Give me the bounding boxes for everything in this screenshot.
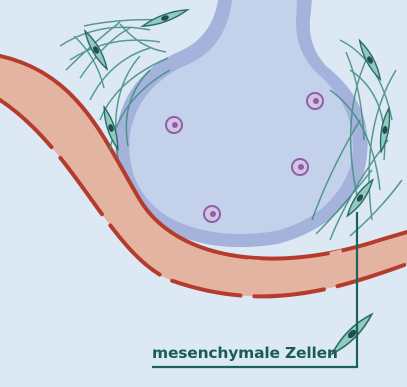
blood-cell-nucleus [172, 122, 178, 128]
blood-cell-2 [307, 93, 323, 109]
blood-cell-nucleus [298, 164, 304, 170]
cells-label: mesenchymale Zellen [152, 344, 338, 362]
blood-cell-3 [292, 159, 308, 175]
blood-cell-nucleus [313, 98, 319, 104]
blood-cell-nucleus [210, 211, 216, 217]
blood-cell-4 [204, 206, 220, 222]
blood-cell-1 [166, 117, 182, 133]
